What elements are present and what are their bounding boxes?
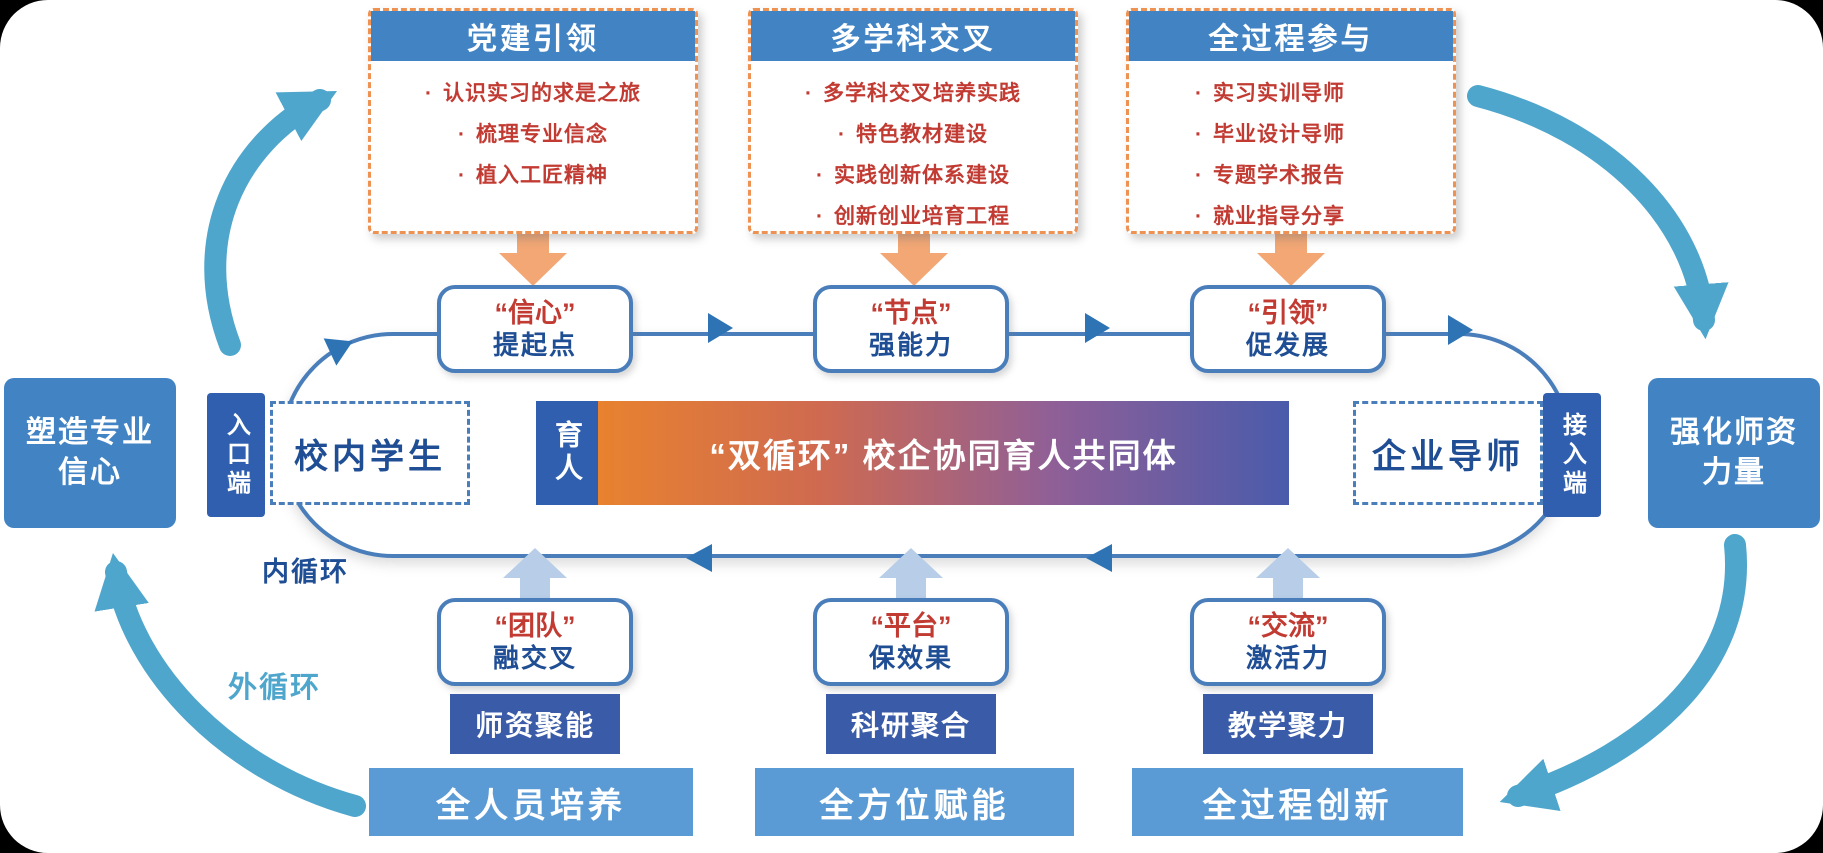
topic-item: 毕业设计导师 bbox=[1137, 118, 1445, 148]
bullet-dot-icon bbox=[1195, 123, 1203, 147]
topic-title: 多学科交叉 bbox=[751, 11, 1075, 61]
topic-items: 实习实训导师 毕业设计导师 专题学术报告 就业指导分享 bbox=[1129, 61, 1453, 230]
topic-title: 党建引领 bbox=[371, 11, 695, 61]
tag-quote: “交流” bbox=[1247, 610, 1329, 641]
topic-item: 实践创新体系建设 bbox=[759, 159, 1067, 189]
tag-subtitle: 强能力 bbox=[868, 329, 953, 360]
topic-item: 认识实习的求是之旅 bbox=[379, 77, 687, 107]
bullet-dot-icon bbox=[1195, 205, 1203, 229]
topic-items: 认识实习的求是之旅 梳理专业信念 植入工匠精神 bbox=[371, 61, 695, 189]
entry-port-box: 入口端 bbox=[207, 393, 265, 517]
bullet-dot-icon bbox=[425, 82, 433, 106]
bullet-dot-icon bbox=[805, 82, 813, 106]
side-box-professional-confidence: 塑造专业 信心 bbox=[4, 378, 176, 528]
pillar-box-faculty: 师资聚能 bbox=[450, 694, 620, 754]
tag-quote: “引领” bbox=[1247, 297, 1329, 328]
bullet-dot-icon bbox=[458, 164, 466, 188]
inner-loop-label: 内循环 bbox=[262, 557, 349, 587]
stage-tag-confidence: “信心” 提起点 bbox=[437, 285, 633, 373]
bullet-dot-icon bbox=[816, 164, 824, 188]
topic-item: 专题学术报告 bbox=[1137, 159, 1445, 189]
tag-quote: “平台” bbox=[870, 610, 952, 641]
topic-item: 多学科交叉培养实践 bbox=[759, 77, 1067, 107]
tag-subtitle: 提起点 bbox=[492, 329, 577, 360]
topic-item: 就业指导分享 bbox=[1137, 200, 1445, 230]
topic-box-multidisciplinary: 多学科交叉 多学科交叉培养实践 特色教材建设 实践创新体系建设 创新创业培育工程 bbox=[748, 8, 1078, 234]
topic-item: 实习实训导师 bbox=[1137, 77, 1445, 107]
bullet-dot-icon bbox=[816, 205, 824, 229]
tag-quote: “团队” bbox=[494, 610, 576, 641]
tag-quote: “节点” bbox=[870, 297, 952, 328]
topic-box-party-building: 党建引领 认识实习的求是之旅 梳理专业信念 植入工匠精神 bbox=[368, 8, 698, 234]
tag-subtitle: 激活力 bbox=[1245, 642, 1330, 673]
bullet-dot-icon bbox=[838, 123, 846, 147]
outer-loop-label: 外循环 bbox=[228, 672, 322, 704]
tag-subtitle: 促发展 bbox=[1245, 329, 1330, 360]
topic-item: 植入工匠精神 bbox=[379, 159, 687, 189]
topic-item: 特色教材建设 bbox=[759, 118, 1067, 148]
bullet-dot-icon bbox=[1195, 82, 1203, 106]
stage-tag-exchange: “交流” 激活力 bbox=[1190, 598, 1386, 686]
pillar-box-teaching: 教学聚力 bbox=[1203, 694, 1373, 754]
topic-items: 多学科交叉培养实践 特色教材建设 实践创新体系建设 创新创业培育工程 bbox=[751, 61, 1075, 230]
bullet-dot-icon bbox=[1195, 164, 1203, 188]
campus-students-box: 校内学生 bbox=[270, 401, 470, 505]
topic-item: 梳理专业信念 bbox=[379, 118, 687, 148]
educate-box: 育人 bbox=[536, 401, 598, 505]
dual-loop-banner: “双循环” 校企协同育人共同体 bbox=[598, 401, 1289, 505]
topic-title: 全过程参与 bbox=[1129, 11, 1453, 61]
access-port-box: 接入端 bbox=[1543, 393, 1601, 517]
tag-quote: “信心” bbox=[494, 297, 576, 328]
topic-box-full-participation: 全过程参与 实习实训导师 毕业设计导师 专题学术报告 就业指导分享 bbox=[1126, 8, 1456, 234]
bottom-box-all-round: 全方位赋能 bbox=[755, 768, 1074, 836]
tag-subtitle: 保效果 bbox=[868, 642, 953, 673]
enterprise-mentors-box: 企业导师 bbox=[1353, 401, 1543, 505]
bottom-box-whole-process: 全过程创新 bbox=[1132, 768, 1463, 836]
bullet-dot-icon bbox=[458, 123, 466, 147]
stage-tag-platform: “平台” 保效果 bbox=[813, 598, 1009, 686]
stage-tag-team: “团队” 融交叉 bbox=[437, 598, 633, 686]
side-box-teacher-strength: 强化师资 力量 bbox=[1648, 378, 1820, 528]
pillar-box-research: 科研聚合 bbox=[826, 694, 996, 754]
topic-item: 创新创业培育工程 bbox=[759, 200, 1067, 230]
bottom-box-all-personnel: 全人员培养 bbox=[369, 768, 693, 836]
stage-tag-node: “节点” 强能力 bbox=[813, 285, 1009, 373]
tag-subtitle: 融交叉 bbox=[492, 642, 577, 673]
stage-tag-lead: “引领” 促发展 bbox=[1190, 285, 1386, 373]
